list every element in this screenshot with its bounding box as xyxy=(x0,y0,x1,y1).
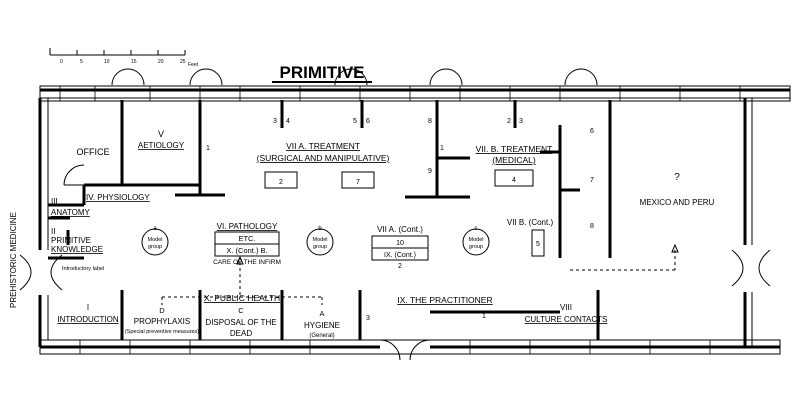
room-mexico-peru: MEXICO AND PERU xyxy=(640,198,715,207)
primitive-knowledge-num: II xyxy=(51,227,55,236)
pathology-cont: X. (Cont.) B. xyxy=(226,246,267,255)
primitive-knowledge-2: KNOWLEDGE xyxy=(51,245,103,254)
room-office: OFFICE xyxy=(77,147,110,157)
primitive-knowledge-1: PRIMITIVE xyxy=(51,236,91,245)
case-box-2: 2 xyxy=(279,179,283,186)
room-practitioner: IX. THE PRACTITIONER xyxy=(397,295,492,305)
anatomy-num: III xyxy=(51,197,58,206)
treatment-a-cont-num: 2 xyxy=(398,263,402,270)
pathology-etc: ETC. xyxy=(238,234,255,243)
case-box-4: 4 xyxy=(512,177,516,184)
room-disposal-2: DEAD xyxy=(230,329,252,338)
introductory-label: Introductory label xyxy=(62,266,104,272)
scale-tick-5: 25 xyxy=(180,59,186,65)
case-num-8a: 8 xyxy=(428,118,432,125)
model-a-label-1: Model xyxy=(148,237,163,243)
case-num-6: 6 xyxy=(366,118,370,125)
scale-unit: Feet xyxy=(188,62,199,68)
room-introduction: INTRODUCTION xyxy=(57,315,119,324)
treatment-b-cont: VII B. (Cont.) xyxy=(507,218,554,227)
partitions xyxy=(48,100,612,340)
case-num-3b: 3 xyxy=(519,118,523,125)
treatment-b-cont-box: 5 xyxy=(536,241,540,248)
case-num-4: 4 xyxy=(286,118,290,125)
room-anatomy: ANATOMY xyxy=(51,208,90,217)
circulation-arrows xyxy=(161,243,679,305)
care-of-infirm: CARE OF THE INFIRM xyxy=(213,259,281,266)
case-num-1b: 1 xyxy=(440,145,444,152)
bottom-wall xyxy=(39,339,781,361)
treatment-b-subtitle: (MEDICAL) xyxy=(492,155,536,165)
case-num-9: 9 xyxy=(428,168,432,175)
introduction-num: I xyxy=(87,303,89,312)
case-num-1c: 1 xyxy=(482,313,486,320)
model-c-letter: c xyxy=(475,226,478,232)
scale-tick-2: 10 xyxy=(104,59,110,65)
scale-tick-0: 0 xyxy=(60,59,63,65)
room-prophylaxis: PROPHYLAXIS xyxy=(134,317,190,326)
case-num-1: 1 xyxy=(206,145,210,152)
case-box-7: 7 xyxy=(356,179,360,186)
case-num-5: 5 xyxy=(353,118,357,125)
case-num-2a: 2 xyxy=(507,118,511,125)
culture-num: VIII xyxy=(560,303,572,312)
room-hygiene: HYGIENE xyxy=(304,321,340,330)
case-num-6b: 6 xyxy=(590,128,594,135)
hygiene-sub: (General) xyxy=(309,333,334,339)
top-columns xyxy=(111,68,598,86)
model-b-letter: b xyxy=(318,226,322,232)
room-public-health: X. PUBLIC HEALTH xyxy=(204,293,280,303)
case-num-3c: 3 xyxy=(366,315,370,322)
left-wall xyxy=(19,98,63,347)
case-num-7: 7 xyxy=(590,177,594,184)
treatment-a-cont-box2: IX. (Cont.) xyxy=(384,252,416,259)
model-a-letter: a xyxy=(153,226,157,232)
room-physiology: IV. PHYSIOLOGY xyxy=(86,193,150,202)
treatment-a-cont-box1: 10 xyxy=(396,240,404,247)
scale-tick-4: 20 xyxy=(158,59,164,65)
scale-bar: 0 5 10 15 20 25 Feet xyxy=(49,48,199,68)
treatment-b-title: VII. B. TREATMENT xyxy=(476,144,553,154)
scale-tick-3: 15 xyxy=(131,59,137,65)
room-pathology: VI. PATHOLOGY xyxy=(217,222,278,231)
hygiene-letter: A xyxy=(319,309,324,318)
model-c-label-1: Model xyxy=(469,237,484,243)
aetiology-num: V xyxy=(158,129,164,139)
room-disposal-1: DISPOSAL OF THE xyxy=(205,318,276,327)
model-c-label-2: group xyxy=(469,244,483,250)
treatment-a-title: VII A. TREATMENT xyxy=(286,141,360,151)
prophylaxis-sub: (Special preventive measures) xyxy=(125,329,199,335)
scale-tick-1: 5 xyxy=(80,59,83,65)
treatment-a-cont: VII A. (Cont.) xyxy=(377,225,423,234)
case-num-8b: 8 xyxy=(590,223,594,230)
side-label: PREHISTORIC MEDICINE xyxy=(9,212,18,308)
model-a-label-2: group xyxy=(148,244,162,250)
disposal-letter: C xyxy=(238,306,244,315)
page-title: PRIMITIVE xyxy=(279,63,364,82)
model-groups xyxy=(141,228,490,256)
prophylaxis-letter: D xyxy=(159,306,165,315)
right-wall xyxy=(731,98,771,347)
case-boxes xyxy=(214,169,545,261)
mexico-question: ? xyxy=(674,172,680,183)
model-b-label-1: Model xyxy=(313,237,328,243)
room-aetiology: AETIOLOGY xyxy=(138,141,185,150)
model-b-label-2: group xyxy=(313,244,327,250)
case-num-3a: 3 xyxy=(273,118,277,125)
treatment-a-subtitle: (SURGICAL AND MANIPULATIVE) xyxy=(257,153,390,163)
room-culture-contacts: CULTURE CONTACTS xyxy=(525,315,608,324)
top-wall xyxy=(39,85,791,102)
